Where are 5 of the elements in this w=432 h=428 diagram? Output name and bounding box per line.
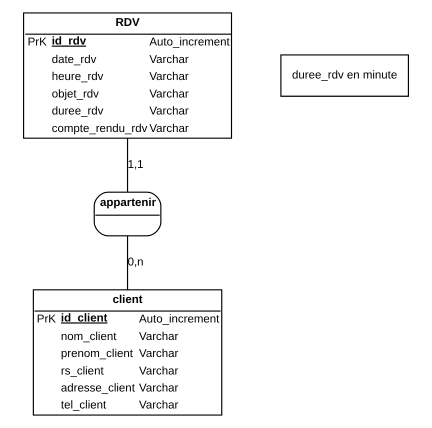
connector: [126, 236, 128, 290]
edge-label: 1,1: [128, 159, 144, 172]
connector: [126, 138, 128, 192]
edge-label: 0,n: [128, 256, 144, 269]
node-box: duree_rdv en minute: [280, 54, 409, 97]
